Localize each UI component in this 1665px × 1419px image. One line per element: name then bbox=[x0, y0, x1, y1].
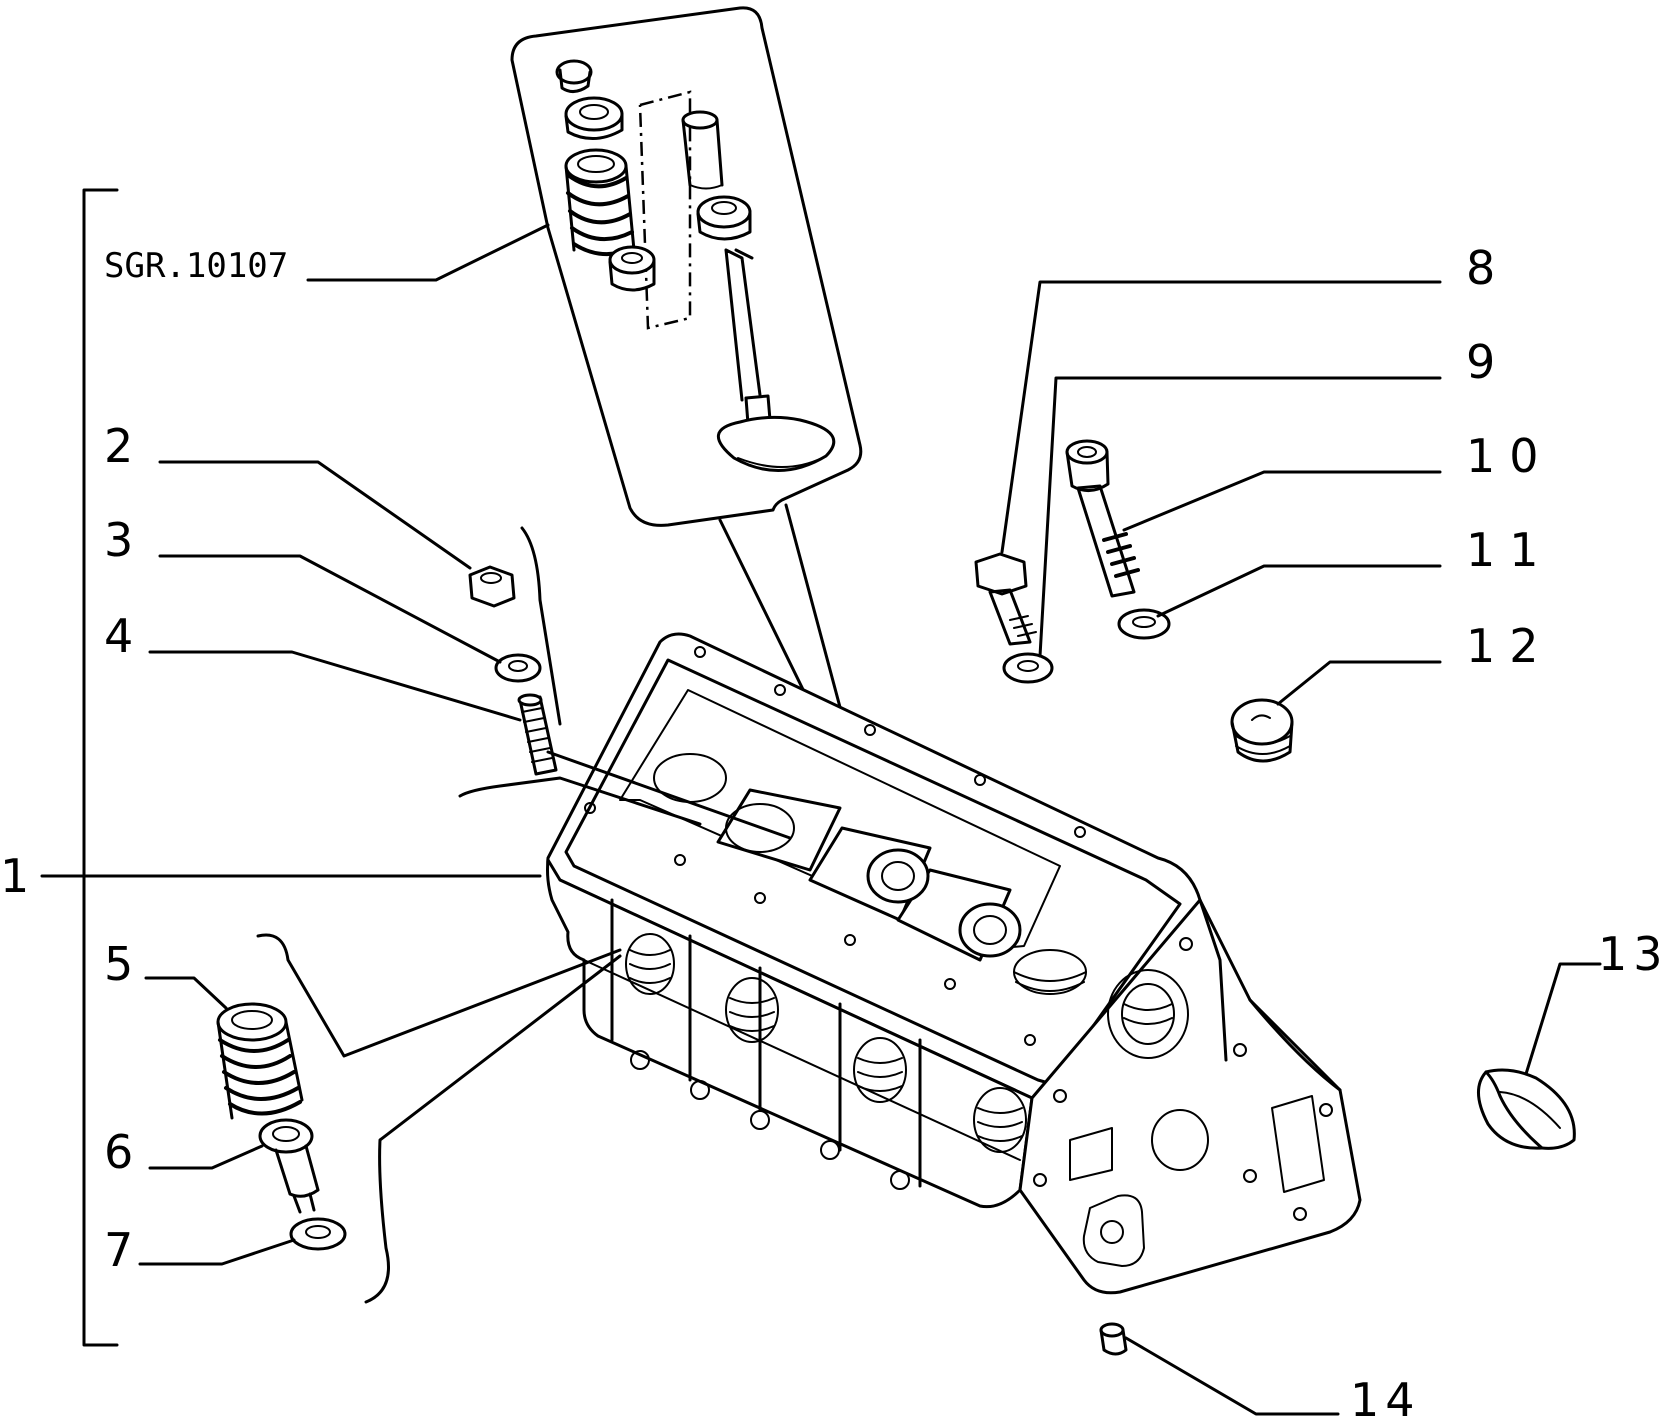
valve-stem-seal bbox=[608, 245, 656, 292]
callout-1: 1 bbox=[0, 849, 29, 903]
part-13-seal-ring bbox=[1477, 1068, 1576, 1150]
part-4-stud bbox=[517, 693, 558, 776]
callout-7: 7 bbox=[104, 1223, 133, 1277]
part-12-plug bbox=[1230, 698, 1294, 763]
part-14-dowel-pin bbox=[1099, 1322, 1128, 1356]
part-8-bolt bbox=[974, 552, 1037, 646]
callout-14: 14 bbox=[1350, 1373, 1421, 1419]
part-7-washer bbox=[289, 1217, 347, 1251]
valve-seal bbox=[696, 195, 752, 241]
reference-code-label: SGR.10107 bbox=[104, 223, 550, 286]
callout-6: 6 bbox=[104, 1125, 133, 1179]
valve-spring bbox=[564, 148, 636, 257]
valve-kit-inset bbox=[510, 6, 870, 814]
callout-2: 2 bbox=[104, 419, 133, 473]
part-3-washer bbox=[494, 653, 542, 683]
callout-9: 9 bbox=[1466, 335, 1495, 389]
part-9-washer bbox=[1002, 652, 1054, 684]
callout-13: 13 bbox=[1598, 927, 1665, 981]
valve-spring-retainer bbox=[564, 96, 624, 140]
cylinder-head bbox=[546, 632, 1362, 1295]
part-11-washer bbox=[1117, 608, 1171, 640]
part-2-nut bbox=[468, 565, 516, 608]
leader-lines bbox=[40, 280, 1602, 1416]
callout-5: 5 bbox=[104, 937, 133, 991]
callout-12: 12 bbox=[1466, 619, 1553, 673]
callout-numbers: 1 2 3 4 5 6 7 8 9 10 11 12 13 14 bbox=[0, 241, 1665, 1419]
callout-11: 11 bbox=[1466, 523, 1553, 577]
valve-keepers bbox=[555, 59, 593, 93]
callout-10: 10 bbox=[1466, 429, 1553, 483]
part-6-sleeve bbox=[258, 1118, 320, 1214]
valve bbox=[716, 248, 836, 472]
callout-8: 8 bbox=[1466, 241, 1495, 295]
part-5-threaded-plug bbox=[216, 1002, 304, 1120]
reference-code: SGR.10107 bbox=[104, 246, 288, 286]
callout-3: 3 bbox=[104, 513, 133, 567]
group-bracket bbox=[82, 188, 119, 1347]
part-10-socket-bolt bbox=[1065, 439, 1140, 598]
callout-4: 4 bbox=[104, 609, 133, 663]
valve-guide bbox=[681, 110, 724, 190]
